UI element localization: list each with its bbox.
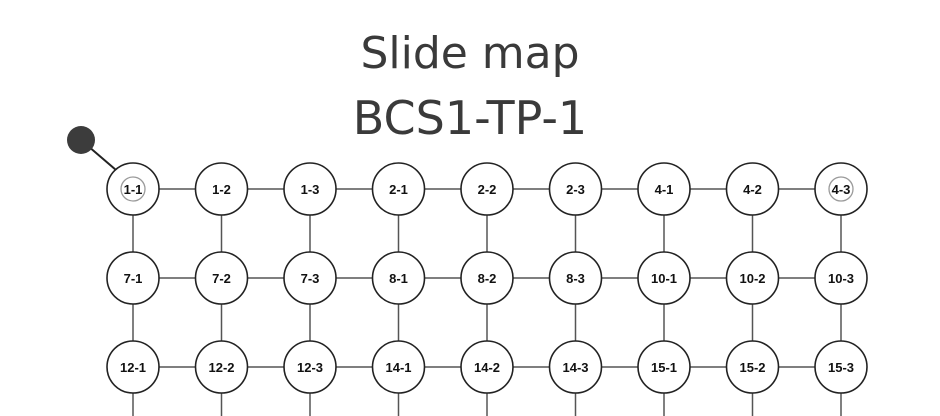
node-circle xyxy=(637,340,691,394)
slide-node: 15-2 xyxy=(725,340,780,394)
slide-node: 10-3 xyxy=(814,251,868,305)
node-label: 7-2 xyxy=(212,271,231,286)
slide-node: 4-1 xyxy=(637,162,691,216)
slide-node: 12-1 xyxy=(106,340,160,394)
slide-node: 7-2 xyxy=(194,251,249,305)
slide-node: 10-1 xyxy=(637,251,691,305)
node-circle xyxy=(460,251,514,305)
node-label: 1-1 xyxy=(124,182,143,197)
slide-node: 2-1 xyxy=(371,162,426,216)
node-label: 2-1 xyxy=(389,182,408,197)
node-circle xyxy=(371,251,426,305)
node-circle xyxy=(725,340,780,394)
node-label: 2-3 xyxy=(566,182,585,197)
node-label: 14-3 xyxy=(562,360,588,375)
node-label: 12-1 xyxy=(120,360,146,375)
slide-node: 12-2 xyxy=(194,340,249,394)
node-label: 12-2 xyxy=(208,360,234,375)
node-circle xyxy=(637,162,691,216)
slide-node: 15-3 xyxy=(814,340,868,394)
node-circle xyxy=(194,251,249,305)
node-label: 4-3 xyxy=(832,182,851,197)
slide-node: 1-1 xyxy=(106,162,160,216)
node-label: 8-1 xyxy=(389,271,408,286)
slide-node: 2-3 xyxy=(548,162,603,216)
grid-nodes: 1-1 1-2 1-3 2-1 2-2 2-3 4-1 4-2 4-3 7-1 7-2 7-3 8-1 8… xyxy=(106,162,868,394)
node-ring-marker xyxy=(120,176,146,202)
node-circle xyxy=(371,340,426,394)
slide-node: 2-2 xyxy=(460,162,514,216)
slide-node: 4-2 xyxy=(725,162,780,216)
node-circle xyxy=(106,162,160,216)
node-circle xyxy=(814,162,868,216)
slide-node: 4-3 xyxy=(814,162,868,216)
start-marker-icon xyxy=(67,126,117,171)
node-label: 15-2 xyxy=(739,360,765,375)
node-label: 8-3 xyxy=(566,271,585,286)
node-circle xyxy=(725,162,780,216)
node-circle xyxy=(283,251,337,305)
connector-lines xyxy=(132,188,842,416)
node-label: 15-1 xyxy=(651,360,677,375)
node-circle xyxy=(371,162,426,216)
node-circle xyxy=(460,162,514,216)
slide-node: 12-3 xyxy=(283,340,337,394)
node-circle xyxy=(283,162,337,216)
node-circle xyxy=(814,340,868,394)
node-label: 4-2 xyxy=(743,182,762,197)
node-label: 14-1 xyxy=(385,360,411,375)
slide-node: 15-1 xyxy=(637,340,691,394)
node-label: 2-2 xyxy=(478,182,497,197)
node-circle xyxy=(725,251,780,305)
slide-id-heading: BCS1-TP-1 xyxy=(352,91,588,145)
slide-node: 8-1 xyxy=(371,251,426,305)
node-label: 10-1 xyxy=(651,271,677,286)
node-circle xyxy=(194,162,249,216)
node-circle xyxy=(814,251,868,305)
node-circle xyxy=(283,340,337,394)
node-label: 12-3 xyxy=(297,360,323,375)
node-circle xyxy=(460,340,514,394)
node-label: 7-1 xyxy=(124,271,143,286)
node-ring-marker xyxy=(828,176,854,202)
slide-node: 1-2 xyxy=(194,162,249,216)
node-label: 10-3 xyxy=(828,271,854,286)
slide-node: 14-2 xyxy=(460,340,514,394)
slide-node: 8-3 xyxy=(548,251,603,305)
node-label: 10-2 xyxy=(739,271,765,286)
slide-node: 7-3 xyxy=(283,251,337,305)
node-label: 7-3 xyxy=(301,271,320,286)
node-label: 1-2 xyxy=(212,182,231,197)
slide-node: 14-1 xyxy=(371,340,426,394)
slide-node: 1-3 xyxy=(283,162,337,216)
slide-node: 8-2 xyxy=(460,251,514,305)
node-circle xyxy=(548,251,603,305)
node-circle xyxy=(194,340,249,394)
node-label: 1-3 xyxy=(301,182,320,197)
start-marker-dot xyxy=(67,126,95,154)
slide-node: 7-1 xyxy=(106,251,160,305)
node-circle xyxy=(637,251,691,305)
node-label: 15-3 xyxy=(828,360,854,375)
node-circle xyxy=(548,340,603,394)
slide-node: 10-2 xyxy=(725,251,780,305)
node-label: 14-2 xyxy=(474,360,500,375)
page-title: Slide map xyxy=(360,28,580,79)
node-circle xyxy=(106,251,160,305)
node-label: 8-2 xyxy=(478,271,497,286)
node-label: 4-1 xyxy=(655,182,674,197)
node-circle xyxy=(548,162,603,216)
node-circle xyxy=(106,340,160,394)
slide-node: 14-3 xyxy=(548,340,603,394)
